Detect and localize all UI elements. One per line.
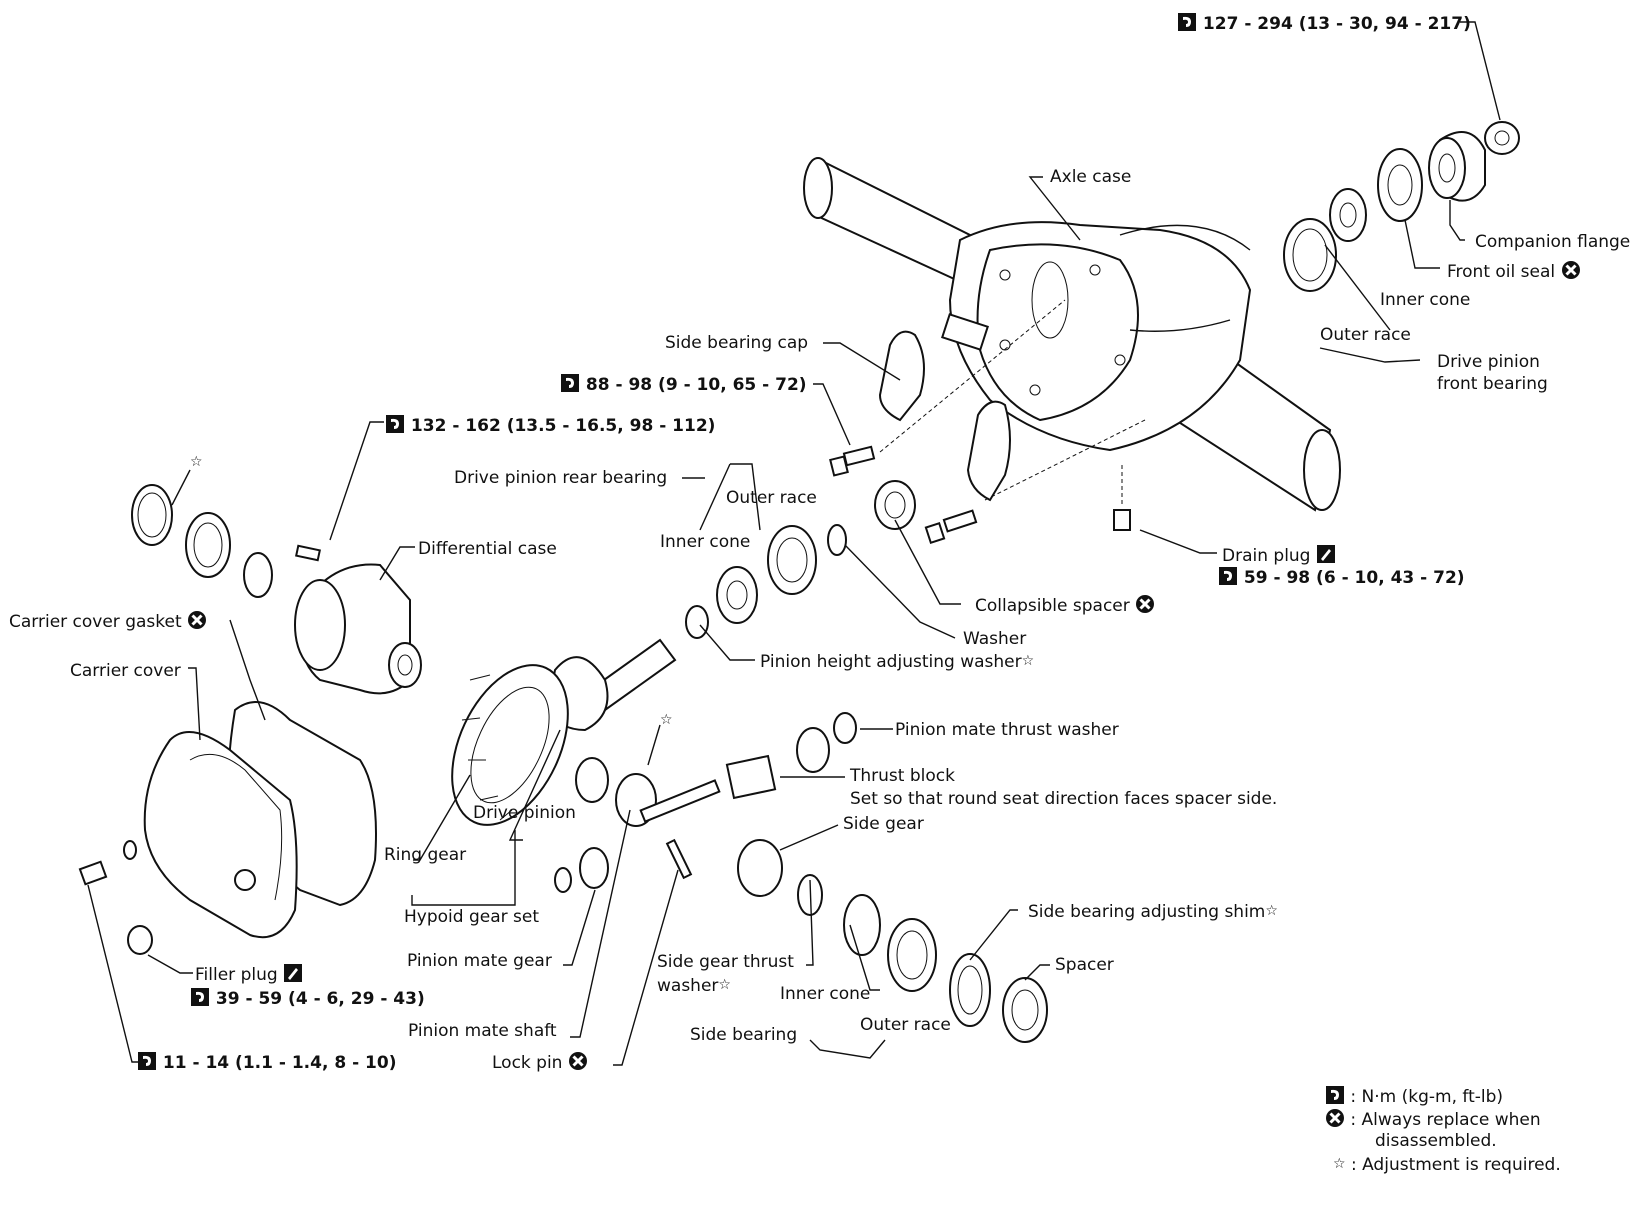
filler-plug-torque: 39 - 59 (4 - 6, 29 - 43) bbox=[190, 987, 425, 1009]
label-front-oil-seal: Front oil seal bbox=[1447, 260, 1581, 282]
axle-case-drawing bbox=[803, 157, 1341, 512]
legend-replace-row: : Always replace when bbox=[1325, 1108, 1541, 1130]
star-adjust-icon: ☆ bbox=[1265, 903, 1278, 919]
label-drive-pinion-front-bearing-2: front bearing bbox=[1437, 374, 1548, 394]
label-companion-flange: Companion flange bbox=[1475, 232, 1631, 252]
cover-bolt-torque: 11 - 14 (1.1 - 1.4, 8 - 10) bbox=[137, 1051, 396, 1073]
ring-gear-torque: 132 - 162 (13.5 - 16.5, 98 - 112) bbox=[385, 414, 715, 436]
torque-wrench-icon bbox=[561, 374, 579, 392]
x-circle-replace-icon bbox=[188, 611, 207, 629]
label-pinion-mate-thrust-washer: Pinion mate thrust washer bbox=[895, 720, 1119, 740]
label-pinion-mate-shaft: Pinion mate shaft bbox=[408, 1021, 557, 1041]
hypoid-gear-set-drawing bbox=[451, 638, 677, 826]
label-pinion-height-adjusting-washer: Pinion height adjusting washer☆ bbox=[760, 652, 1035, 672]
companion-flange-torque: 127 - 294 (13 - 30, 94 - 217) bbox=[1177, 12, 1471, 34]
torque-wrench-icon bbox=[386, 415, 404, 433]
side-bearing-caps-drawing bbox=[829, 299, 1146, 545]
label-drive-pinion-front-bearing-1: Drive pinion bbox=[1437, 352, 1540, 372]
label-drain-plug: Drain plug bbox=[1222, 544, 1336, 566]
torque-wrench-icon bbox=[191, 988, 209, 1006]
label-carrier-cover-gasket: Carrier cover gasket bbox=[9, 610, 207, 632]
label-side-bearing: Side bearing bbox=[690, 1025, 798, 1045]
label-filler-plug: Filler plug bbox=[195, 963, 303, 985]
x-circle-replace-icon bbox=[1561, 261, 1580, 279]
label-ring-gear: Ring gear bbox=[384, 845, 467, 865]
label-outer-race-side: Outer race bbox=[860, 1015, 951, 1035]
label-spacer: Spacer bbox=[1055, 955, 1114, 975]
x-circle-replace-icon bbox=[1326, 1109, 1344, 1127]
label-inner-cone-front: Inner cone bbox=[1380, 290, 1471, 310]
label-washer: Washer bbox=[963, 629, 1027, 649]
drain-plug-torque: 59 - 98 (6 - 10, 43 - 72) bbox=[1218, 566, 1465, 588]
label-drive-pinion-rear-bearing: Drive pinion rear bearing bbox=[454, 468, 668, 488]
drain-plug-drawing bbox=[1113, 465, 1131, 531]
star-adjust-icon: ☆ bbox=[190, 454, 203, 470]
drive-pinion-rear-drawing bbox=[685, 480, 916, 639]
label-side-bearing-cap: Side bearing cap bbox=[665, 333, 809, 353]
differential-case-drawing bbox=[131, 484, 422, 695]
label-inner-cone-side: Inner cone bbox=[780, 984, 871, 1004]
label-outer-race-front: Outer race bbox=[1320, 325, 1411, 345]
side-bearing-cap-torque: 88 - 98 (9 - 10, 65 - 72) bbox=[560, 373, 807, 395]
pinion-front-parts-drawing bbox=[1283, 121, 1520, 292]
label-thrust-block-note: Set so that round seat direction faces s… bbox=[850, 789, 1278, 809]
carrier-cover-drawing bbox=[78, 701, 377, 955]
torque-wrench-icon bbox=[1326, 1086, 1344, 1104]
star-adjust-icon: ☆ bbox=[1021, 653, 1035, 669]
label-inner-cone-rear: Inner cone bbox=[660, 532, 751, 552]
label-thrust-block: Thrust block bbox=[850, 766, 955, 786]
leader-lines bbox=[87, 21, 1501, 1066]
torque-wrench-icon bbox=[1178, 13, 1196, 31]
star-adjust-icon: ☆ bbox=[718, 977, 731, 993]
legend-replace-row-2: disassembled. bbox=[1375, 1131, 1497, 1151]
label-side-gear: Side gear bbox=[843, 814, 924, 834]
x-circle-replace-icon bbox=[1136, 595, 1155, 613]
label-collapsible-spacer: Collapsible spacer bbox=[975, 594, 1155, 616]
label-side-gear-thrust-washer-2: washer☆ bbox=[657, 976, 731, 996]
label-outer-race-rear: Outer race bbox=[726, 488, 817, 508]
legend-torque-row: : N·m (kg-m, ft-lb) bbox=[1325, 1085, 1503, 1107]
torque-wrench-icon bbox=[138, 1052, 156, 1070]
differential-gears-drawing bbox=[554, 712, 1048, 1043]
label-differential-case: Differential case bbox=[418, 539, 557, 559]
star-adjust-icon: ☆ bbox=[660, 712, 673, 728]
label-side-gear-thrust-washer-1: Side gear thrust bbox=[657, 952, 794, 972]
label-hypoid-gear-set: Hypoid gear set bbox=[404, 907, 539, 927]
adjust-star-top: ☆ bbox=[190, 452, 203, 473]
sealant-icon bbox=[1316, 545, 1335, 563]
x-circle-replace-icon bbox=[568, 1052, 587, 1070]
torque-wrench-icon bbox=[1219, 567, 1237, 585]
label-pinion-mate-gear: Pinion mate gear bbox=[407, 951, 552, 971]
legend-adjust-row: ☆ : Adjustment is required. bbox=[1333, 1155, 1561, 1175]
sealant-icon bbox=[284, 964, 303, 982]
label-drive-pinion: Drive pinion bbox=[473, 803, 576, 823]
star-adjust-icon: ☆ bbox=[1333, 1156, 1346, 1172]
adjust-star-middle: ☆ bbox=[660, 710, 673, 731]
label-side-bearing-adjusting-shim: Side bearing adjusting shim☆ bbox=[1028, 902, 1278, 922]
label-lock-pin: Lock pin bbox=[492, 1051, 588, 1073]
label-axle-case: Axle case bbox=[1050, 167, 1132, 187]
label-carrier-cover: Carrier cover bbox=[70, 661, 181, 681]
